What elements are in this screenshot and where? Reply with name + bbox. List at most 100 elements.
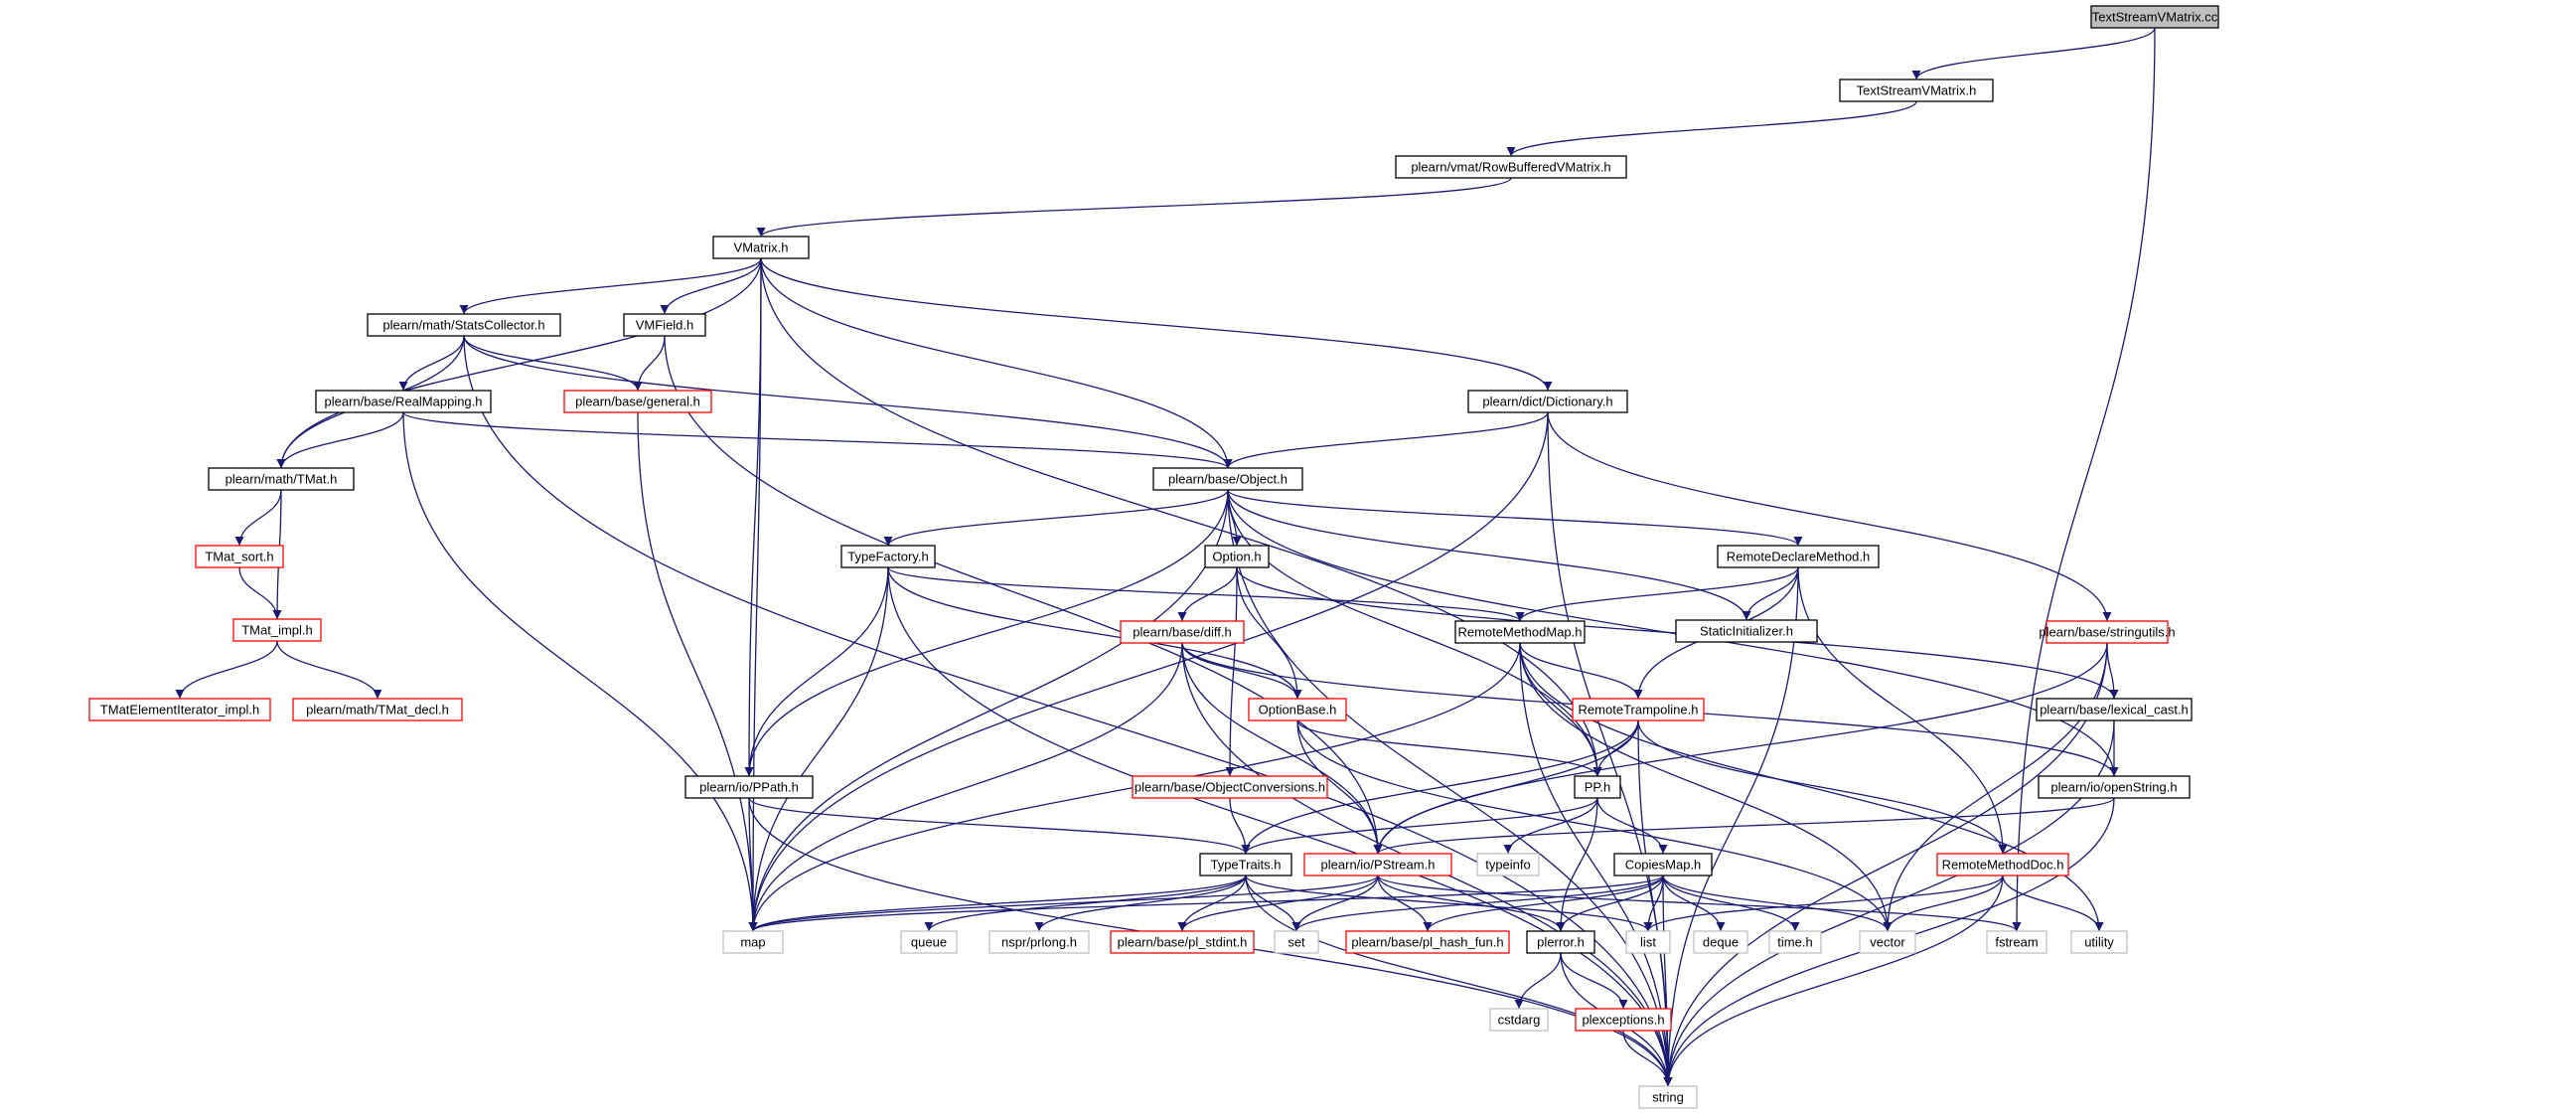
- node-typefactory-h[interactable]: TypeFactory.h: [840, 545, 936, 568]
- node-label: vector: [1870, 935, 1905, 950]
- edge-n32-n42: [1662, 875, 1726, 932]
- edge-n0-n45: [2012, 27, 2156, 932]
- node-cstdarg[interactable]: cstdarg: [1489, 1008, 1549, 1032]
- edge-n22-n44: [1296, 719, 1893, 932]
- edge-n10-n49: [1227, 489, 1673, 1087]
- node-remotemethoddoc-h[interactable]: RemoteMethodDoc.h: [1936, 853, 2069, 877]
- node-box: [1467, 390, 1628, 413]
- node-label: plearn/base/pl_stdint.h: [1118, 935, 1248, 950]
- node-label: set: [1288, 935, 1305, 950]
- node-box: [1345, 930, 1510, 954]
- node-label: plearn/dict/Dictionary.h: [1482, 395, 1612, 409]
- node-set[interactable]: set: [1274, 930, 1319, 954]
- edge-n23-n30: [1373, 719, 1639, 855]
- node-tmat-impl-h[interactable]: TMat_impl.h: [232, 618, 322, 642]
- node-pp-h[interactable]: PP.h: [1574, 775, 1621, 799]
- node-time-h[interactable]: time.h: [1768, 930, 1822, 954]
- node-box: [2046, 620, 2169, 644]
- node-vector[interactable]: vector: [1859, 930, 1916, 954]
- edge-n23-n27: [1592, 719, 1639, 777]
- edge-n22-n30: [1296, 719, 1383, 855]
- node-plearn-math-tmat-h[interactable]: plearn/math/TMat.h: [208, 467, 355, 491]
- node-plearn-base-object-h[interactable]: plearn/base/Object.h: [1152, 467, 1303, 491]
- node-vmfield-h[interactable]: VMField.h: [623, 313, 706, 337]
- edge-n25-n34: [748, 797, 758, 932]
- node-map[interactable]: map: [722, 930, 784, 954]
- node-plearn-io-ppath-h[interactable]: plearn/io/PPath.h: [684, 775, 814, 799]
- node-plearn-dict-dictionary-h[interactable]: plearn/dict/Dictionary.h: [1467, 390, 1628, 413]
- node-label: plexceptions.h: [1582, 1013, 1664, 1028]
- node-label: plearn/vmat/RowBufferedVMatrix.h: [1411, 160, 1610, 175]
- edge-n29-n36: [1034, 875, 1247, 932]
- node-option-h[interactable]: Option.h: [1204, 545, 1270, 568]
- edge-n48-n49: [1622, 1030, 1673, 1087]
- edge-n20-n23: [1519, 642, 1643, 700]
- node-plearn-base-stringutils-h[interactable]: plearn/base/stringutils.h: [2039, 620, 2176, 644]
- node-box: [1110, 930, 1255, 954]
- node-plearn-io-pstream-h[interactable]: plearn/io/PStream.h: [1303, 853, 1452, 877]
- node-remotedeclaremethod-h[interactable]: RemoteDeclareMethod.h: [1717, 545, 1880, 568]
- node-plearn-base-lexical-cast-h[interactable]: plearn/base/lexical_cast.h: [2036, 698, 2193, 721]
- node-typeinfo[interactable]: typeinfo: [1476, 853, 1540, 877]
- node-label: plearn/math/StatsCollector.h: [382, 318, 544, 333]
- node-remotemethodmap-h[interactable]: RemoteMethodMap.h: [1454, 620, 1586, 644]
- edge-n3-n4: [459, 257, 762, 315]
- node-box: [292, 698, 463, 721]
- node-queue[interactable]: queue: [900, 930, 958, 954]
- node-utility[interactable]: utility: [2070, 930, 2128, 954]
- node-box: [315, 390, 492, 413]
- node-box: [988, 930, 1090, 954]
- node-box: [1132, 775, 1328, 799]
- node-plearn-io-openstring-h[interactable]: plearn/io/openString.h: [2038, 775, 2191, 799]
- node-vmatrix-h[interactable]: VMatrix.h: [712, 236, 810, 259]
- edge-n26-n29: [1229, 797, 1251, 855]
- node-string[interactable]: string: [1638, 1085, 1698, 1109]
- node-box: [1526, 930, 1595, 954]
- node-plearn-base-realmapping-h[interactable]: plearn/base/RealMapping.h: [315, 390, 492, 413]
- node-fstream[interactable]: fstream: [1986, 930, 2047, 954]
- node-box: [1120, 620, 1245, 644]
- node-plearn-base-diff-h[interactable]: plearn/base/diff.h: [1120, 620, 1245, 644]
- node-label: TMat_sort.h: [205, 550, 273, 564]
- node-textstreamvmatrix-h[interactable]: TextStreamVMatrix.h: [1839, 79, 1994, 102]
- node-box: [1717, 545, 1880, 568]
- node-box: [1274, 930, 1319, 954]
- node-tmatelementiterator-impl-h[interactable]: TMatElementIterator_impl.h: [88, 698, 271, 721]
- edge-n4-n7: [398, 335, 465, 392]
- node-plerror-h[interactable]: plerror.h: [1526, 930, 1595, 954]
- node-label: PP.h: [1585, 780, 1611, 795]
- node-textstreamvmatrix-cc[interactable]: TextStreamVMatrix.cc: [2090, 5, 2219, 29]
- node-label: VMatrix.h: [734, 240, 789, 255]
- node-plearn-base-general-h[interactable]: plearn/base/general.h: [563, 390, 712, 413]
- node-plexceptions-h[interactable]: plexceptions.h: [1575, 1008, 1672, 1032]
- edge-n28-n30: [1373, 797, 2115, 855]
- node-plearn-base-objectconversions-h[interactable]: plearn/base/ObjectConversions.h: [1132, 775, 1328, 799]
- edge-n10-n15: [883, 489, 1229, 547]
- node-plearn-vmat-rowbufferedvmatrix-h[interactable]: plearn/vmat/RowBufferedVMatrix.h: [1395, 155, 1627, 179]
- node-box: [1638, 1085, 1698, 1109]
- edge-n30-n40: [1377, 875, 1566, 932]
- node-label: queue: [911, 935, 947, 950]
- node-deque[interactable]: deque: [1693, 930, 1748, 954]
- node-label: utility: [2084, 935, 2114, 950]
- edge-n29-n49: [1245, 875, 1673, 1087]
- node-copiesmap-h[interactable]: CopiesMap.h: [1613, 853, 1713, 877]
- node-tmat-sort-h[interactable]: TMat_sort.h: [195, 545, 284, 568]
- edge-n6-n21: [1547, 411, 2112, 622]
- node-plearn-base-pl-hash-fun-h[interactable]: plearn/base/pl_hash_fun.h: [1345, 930, 1510, 954]
- node-typetraits-h[interactable]: TypeTraits.h: [1199, 853, 1292, 877]
- node-plearn-math-tmat-decl-h[interactable]: plearn/math/TMat_decl.h: [292, 698, 463, 721]
- node-box: [195, 545, 284, 568]
- edge-n5-n8: [633, 335, 666, 392]
- node-plearn-math-statscollector-h[interactable]: plearn/math/StatsCollector.h: [367, 313, 561, 337]
- edge-n40-n47: [1514, 952, 1562, 1010]
- node-remotetrampoline-h[interactable]: RemoteTrampoline.h: [1572, 698, 1705, 721]
- node-nspr-prlong-h[interactable]: nspr/prlong.h: [988, 930, 1090, 954]
- node-optionbase-h[interactable]: OptionBase.h: [1248, 698, 1347, 721]
- edge-n4-n49: [463, 335, 1673, 1087]
- node-label: plearn/math/TMat_decl.h: [306, 703, 449, 717]
- edge-n1-n2: [1506, 100, 1917, 157]
- node-staticinitializer-h[interactable]: StaticInitializer.h: [1675, 619, 1818, 643]
- node-plearn-base-pl-stdint-h[interactable]: plearn/base/pl_stdint.h: [1110, 930, 1255, 954]
- node-list[interactable]: list: [1625, 930, 1671, 954]
